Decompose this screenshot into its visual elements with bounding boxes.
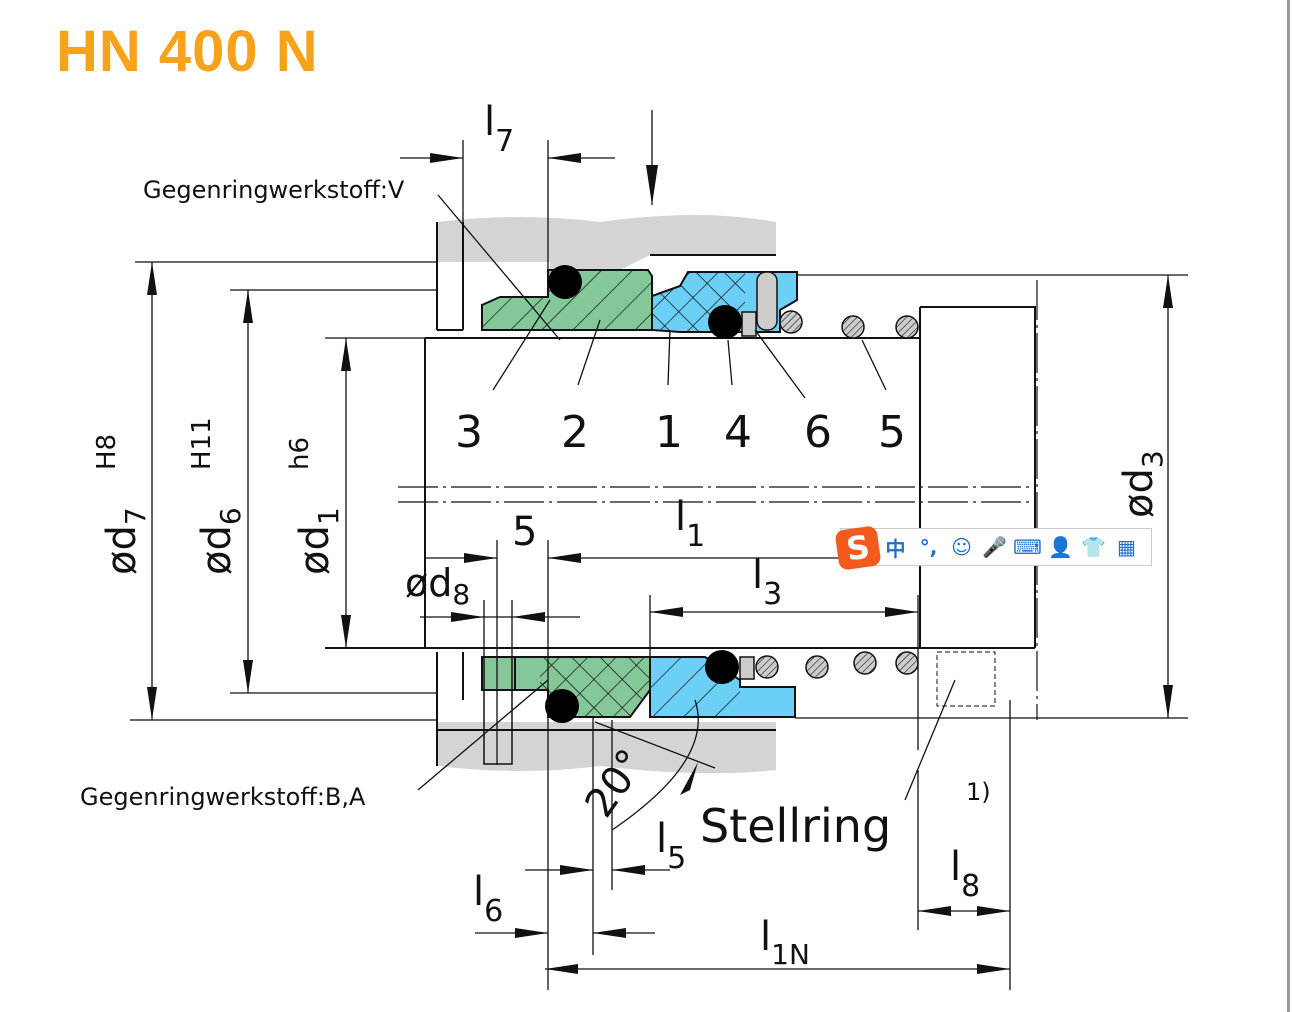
spring-coils-top bbox=[779, 310, 919, 339]
microphone-icon[interactable]: 🎤 bbox=[982, 535, 1007, 559]
part-number-6: 6 bbox=[804, 407, 832, 458]
dim-d3: ød3 bbox=[1116, 450, 1169, 518]
emoji-icon[interactable]: ☺ bbox=[951, 535, 972, 559]
dim-5: 5 bbox=[512, 509, 537, 555]
svg-text:ød6: ød6 bbox=[194, 507, 247, 575]
housing-top bbox=[437, 215, 776, 270]
dim-l8: l8 bbox=[950, 844, 980, 904]
svg-text:ød7: ød7 bbox=[99, 507, 152, 575]
counter-ring-bottom-label: Gegenringwerkstoff:B,A bbox=[80, 783, 366, 811]
svg-text:ød1: ød1 bbox=[292, 507, 345, 575]
part-number-3: 3 bbox=[455, 407, 483, 458]
window-border bbox=[1287, 0, 1290, 1012]
page-title: HN 400 N bbox=[56, 19, 319, 84]
svg-text:ød3: ød3 bbox=[1116, 450, 1169, 518]
dim-d1: ød1 h6 bbox=[285, 437, 345, 575]
dim-d8: ød8 bbox=[405, 561, 470, 611]
user-lock-icon[interactable]: 👤 bbox=[1048, 535, 1073, 559]
dim-d7: ød7 H8 bbox=[92, 434, 152, 575]
o-ring-bottom-rotor bbox=[705, 650, 739, 684]
part-number-2: 2 bbox=[561, 407, 589, 458]
o-ring-top-seat bbox=[548, 265, 582, 299]
dim-l1n: l1N bbox=[760, 914, 810, 971]
skin-shirt-icon[interactable]: 👕 bbox=[1081, 535, 1106, 559]
punctuation-icon[interactable]: °, bbox=[919, 535, 938, 559]
chinese-mode-icon[interactable]: 中 bbox=[885, 536, 906, 561]
dim-d6: ød6 H11 bbox=[187, 417, 247, 575]
grid-menu-icon[interactable]: ▦ bbox=[1117, 535, 1136, 559]
svg-text:H8: H8 bbox=[92, 434, 122, 470]
counter-ring-top-label: Gegenringwerkstoff:V bbox=[143, 176, 405, 204]
o-ring-bottom-seat bbox=[545, 689, 579, 723]
dim-l6: l6 bbox=[473, 869, 503, 929]
stellring-label: Stellring bbox=[700, 799, 891, 853]
svg-text:h6: h6 bbox=[285, 437, 315, 470]
keyboard-icon[interactable]: ⌨ bbox=[1013, 535, 1042, 559]
dim-l3: l3 bbox=[752, 552, 782, 612]
footnote-label: 1) bbox=[966, 778, 991, 806]
sogou-logo-icon[interactable]: S bbox=[834, 525, 882, 571]
dim-l7: l7 bbox=[484, 99, 514, 159]
spring-coils-bottom bbox=[755, 651, 919, 679]
ime-toolbar[interactable]: S 中 °, ☺ 🎤 ⌨ 👤 👕 ▦ bbox=[834, 525, 1152, 571]
part-number-5: 5 bbox=[878, 407, 906, 458]
part-number-1: 1 bbox=[655, 407, 683, 458]
svg-text:H11: H11 bbox=[187, 417, 217, 470]
housing-bottom bbox=[437, 722, 776, 774]
o-ring-top-rotor bbox=[708, 305, 742, 339]
dim-l1: l1 bbox=[675, 494, 705, 554]
dim-l5: l5 bbox=[656, 816, 686, 876]
part-number-4: 4 bbox=[724, 407, 752, 458]
